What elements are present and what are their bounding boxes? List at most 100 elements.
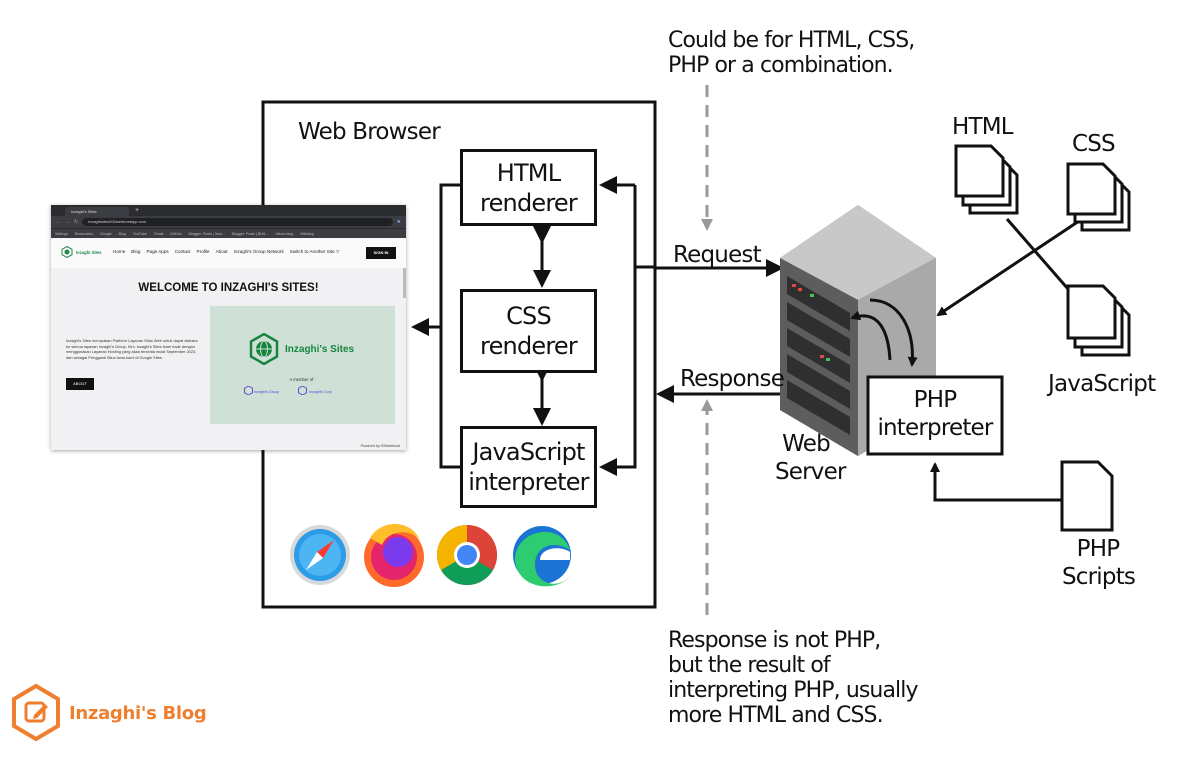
html-renderer-line2: renderer <box>480 188 578 217</box>
php-scripts-line1: PHP <box>1076 536 1120 562</box>
css-files-label: CSS <box>1072 131 1116 157</box>
blog-brand: Inzaghi's Blog <box>11 686 207 740</box>
bookmark-item[interactable]: YouTube <box>132 231 147 236</box>
site-nav-items: Home Blog Page Apps Contact Profile Abou… <box>113 249 340 255</box>
bookmark-item[interactable]: Bookmarks <box>75 231 93 236</box>
request-label: Request <box>673 242 762 268</box>
php-interpreter-line2: interpreter <box>877 415 993 441</box>
css-to-server-line <box>936 217 1083 317</box>
edge-icon <box>513 526 571 587</box>
top-note-line2: PHP or a combination. <box>668 53 894 78</box>
html-files-icon <box>954 144 1019 215</box>
bookmark-item[interactable]: Google <box>99 231 112 236</box>
js-interpreter-box: JavaScript interpreter <box>460 426 597 508</box>
top-note-line1: Could be for HTML, CSS, <box>668 28 915 53</box>
browser-tab-bar: Inzaghi's Sites + <box>51 205 406 216</box>
powered-by-footer: Powered by 000webhost <box>360 444 400 448</box>
site-logo-text[interactable]: Inzaghi Sites <box>76 250 102 255</box>
safari-icon <box>290 525 350 585</box>
about-button[interactable]: ABOUT <box>66 378 94 390</box>
forward-icon[interactable]: → <box>65 219 70 225</box>
bottom-note-line1: Response is not PHP, <box>668 628 881 653</box>
member-group-link[interactable]: Inzaghi's Group <box>254 390 280 394</box>
php-scripts-file-icon <box>1060 460 1114 532</box>
js-interpreter-line1: JavaScript <box>472 438 585 466</box>
bookmarks-bar: Settings Bookmarks Google Blog YouTube G… <box>51 228 406 238</box>
web-server-label: Web Server <box>775 430 846 486</box>
group-logo-icon <box>244 386 253 395</box>
bookmark-item[interactable]: Blog <box>118 231 126 236</box>
member-label: A member of : <box>289 377 316 382</box>
sign-in-button[interactable]: SIGN IN <box>366 247 396 259</box>
php-interpreter-line1: PHP <box>913 387 957 413</box>
blog-brand-name[interactable]: Inzaghi's Blog <box>69 702 207 724</box>
php-interpreter-box <box>866 375 1004 456</box>
browser-tab[interactable]: Inzaghi's Sites <box>65 207 129 216</box>
site-navbar: Inzaghi Sites Home Blog Page Apps Contac… <box>51 238 406 268</box>
firefox-icon <box>364 524 424 587</box>
globe-icon <box>249 333 279 365</box>
css-renderer-line1: CSS <box>506 302 552 330</box>
php-interpreter-label: PHP interpreter <box>868 386 1002 442</box>
web-server-line2: Server <box>775 459 846 485</box>
address-bar: ← → ↻ inzaghisites000webhostapp.com ★ <box>51 216 406 228</box>
bookmark-item[interactable]: Yahoo blog <box>275 231 294 236</box>
javascript-files-label: JavaScript <box>1048 371 1156 397</box>
nav-page-apps[interactable]: Page Apps <box>146 249 169 254</box>
corp-logo-icon <box>298 386 307 395</box>
top-note: Could be for HTML, CSS, PHP or a combina… <box>668 28 915 78</box>
hero-card: Inzaghi's Sites A member of : Inzaghi's … <box>210 306 395 424</box>
html-renderer-box: HTML renderer <box>460 149 597 226</box>
website-screenshot: Inzaghi's Sites + ← → ↻ inzaghisites000w… <box>51 205 406 450</box>
css-renderer-box: CSS renderer <box>460 289 597 373</box>
javascript-files-icon <box>1066 284 1131 357</box>
reload-icon[interactable]: ↻ <box>74 219 79 225</box>
blog-logo-spacer <box>11 686 61 740</box>
php-scripts-line2: Scripts <box>1062 564 1136 590</box>
bookmark-item[interactable]: Blogger: Posts | Inza... <box>188 231 225 236</box>
bottom-note-line3: interpreting PHP, usually <box>668 678 919 703</box>
nav-blog[interactable]: Blog <box>131 249 141 254</box>
php-scripts-to-interpreter-line <box>930 462 1062 502</box>
nav-profile[interactable]: Profile <box>196 249 210 254</box>
nav-contact[interactable]: Contact <box>174 249 191 254</box>
nav-home[interactable]: Home <box>113 249 126 254</box>
welcome-heading: WELCOME TO INZAGHI'S SITES! <box>138 282 319 294</box>
css-renderer-line2: renderer <box>480 332 578 360</box>
site-logo-icon <box>61 246 73 258</box>
bookmark-item[interactable]: Gmail <box>153 231 164 236</box>
bookmark-item[interactable]: GitHub <box>170 231 182 236</box>
bookmark-item[interactable]: Blogger: Posts | BHA... <box>231 231 269 236</box>
nav-switch-site[interactable]: Switch to Another Site ▽ <box>289 249 340 254</box>
site-description: Inzaghi's Sites merupakan Platform Layan… <box>66 338 198 360</box>
new-tab-icon[interactable]: + <box>135 207 140 214</box>
page-scrollbar[interactable] <box>403 268 406 298</box>
css-files-icon <box>1066 162 1131 232</box>
hero-title: Inzaghi's Sites <box>285 344 355 355</box>
bottom-note-line4: more HTML and CSS. <box>668 703 884 728</box>
chrome-icon <box>436 525 497 586</box>
nav-about[interactable]: About <box>215 249 228 254</box>
member-corp-link[interactable]: Inzaghi's Corp <box>309 390 332 394</box>
response-label: Response <box>680 366 785 392</box>
blog-logo-icon <box>12 683 60 742</box>
star-icon[interactable]: ★ <box>396 219 401 225</box>
renderer-bracket-left <box>439 183 460 469</box>
js-interpreter-line2: interpreter <box>468 468 589 496</box>
nav-group-network[interactable]: Inzaghi's Group Network <box>233 249 284 254</box>
html-renderer-line1: HTML <box>496 158 561 187</box>
php-to-server-curve <box>869 298 918 367</box>
bottom-note: Response is not PHP, but the result of i… <box>668 628 919 728</box>
bookmark-item[interactable]: Wikiblog <box>300 231 314 236</box>
web-server-line1: Web <box>782 431 831 457</box>
bottom-note-line2: but the result of <box>668 653 831 678</box>
back-icon[interactable]: ← <box>56 219 61 225</box>
renderer-bracket-right <box>602 265 655 469</box>
server-to-php-curve <box>850 310 892 361</box>
url-field[interactable]: inzaghisites000webhostapp.com <box>82 218 393 226</box>
php-scripts-label: PHP Scripts <box>1062 535 1136 591</box>
web-browser-label: Web Browser <box>298 119 441 145</box>
html-files-label: HTML <box>952 114 1014 140</box>
bookmark-item[interactable]: Settings <box>55 231 68 236</box>
